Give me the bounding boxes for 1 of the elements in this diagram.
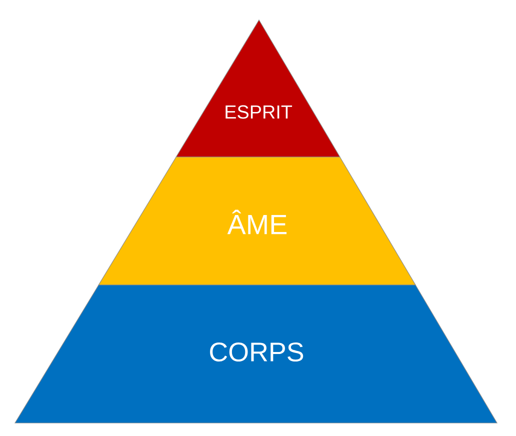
- pyramid-level: ÂME: [98, 156, 416, 286]
